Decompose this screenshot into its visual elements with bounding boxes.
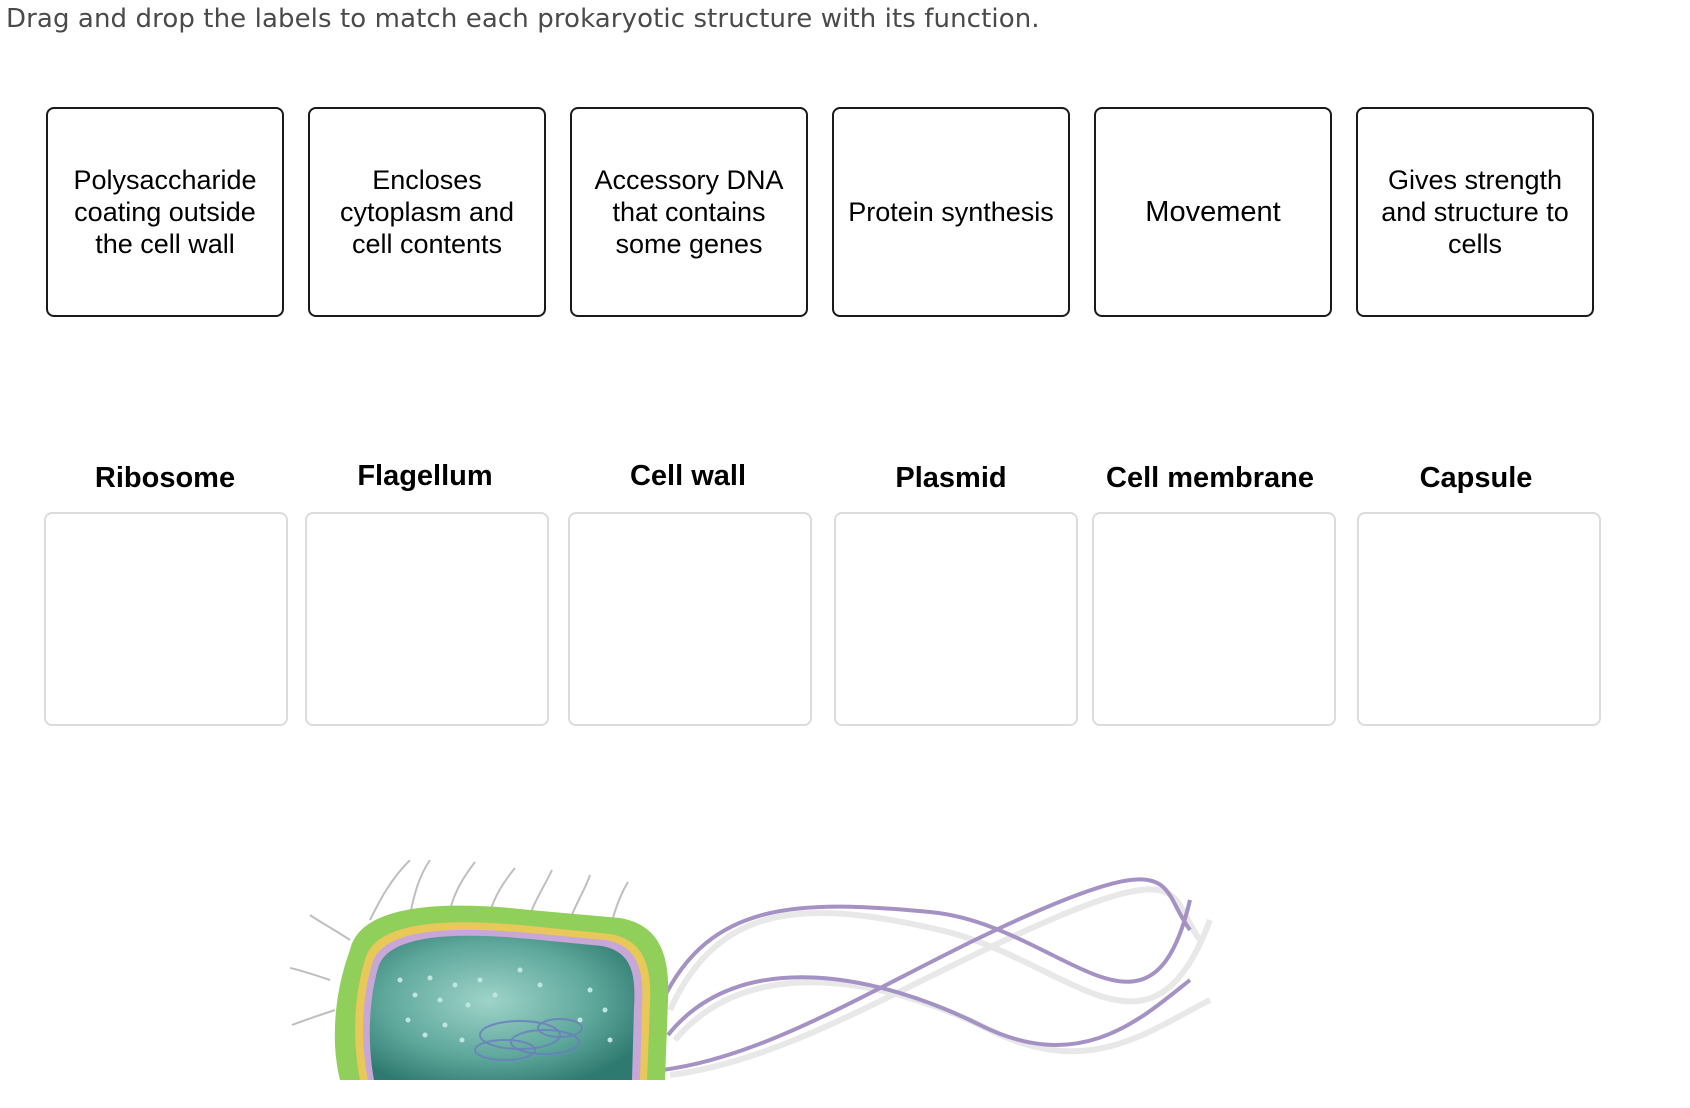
drop-zone-cell-wall[interactable] (568, 512, 812, 726)
drop-zone-plasmid[interactable] (834, 512, 1078, 726)
structure-name-cell-wall: Cell wall (629, 460, 747, 492)
structure-name-cell-membrane: Cell membrane (1106, 462, 1314, 494)
label-card-text: Protein synthesis (848, 197, 1054, 227)
label-card-protein-synthesis[interactable]: Protein synthesis (832, 107, 1070, 317)
bacterium-svg (290, 860, 1213, 1080)
label-card-text: Accessory DNA that contains some genes (594, 165, 784, 259)
structure-name-ribosome: Ribosome (94, 462, 236, 494)
label-card-accessory-dna[interactable]: Accessory DNA that contains some genes (570, 107, 808, 317)
label-card-polysaccharide-coating[interactable]: Polysaccharide coating outside the cell … (46, 107, 284, 317)
instruction-text: Drag and drop the labels to match each p… (6, 4, 1040, 34)
label-card-gives-strength[interactable]: Gives strength and structure to cells (1356, 107, 1594, 317)
structure-name-capsule: Capsule (1419, 462, 1533, 494)
drop-zone-capsule[interactable] (1357, 512, 1601, 726)
drop-zone-ribosome[interactable] (44, 512, 288, 726)
label-card-encloses-cytoplasm[interactable]: Encloses cytoplasm and cell contents (308, 107, 546, 317)
label-card-movement[interactable]: Movement (1094, 107, 1332, 317)
label-card-text: Gives strength and structure to cells (1381, 165, 1569, 259)
bacterium-illustration (290, 860, 1320, 1080)
label-card-text: Movement (1145, 196, 1281, 228)
label-card-text: Encloses cytoplasm and cell contents (339, 165, 515, 259)
drop-zone-cell-membrane[interactable] (1092, 512, 1336, 726)
structure-name-flagellum: Flagellum (357, 460, 493, 492)
drop-zone-flagellum[interactable] (305, 512, 549, 726)
label-card-text: Polysaccharide coating outside the cell … (73, 165, 257, 259)
structure-name-plasmid: Plasmid (895, 462, 1007, 494)
